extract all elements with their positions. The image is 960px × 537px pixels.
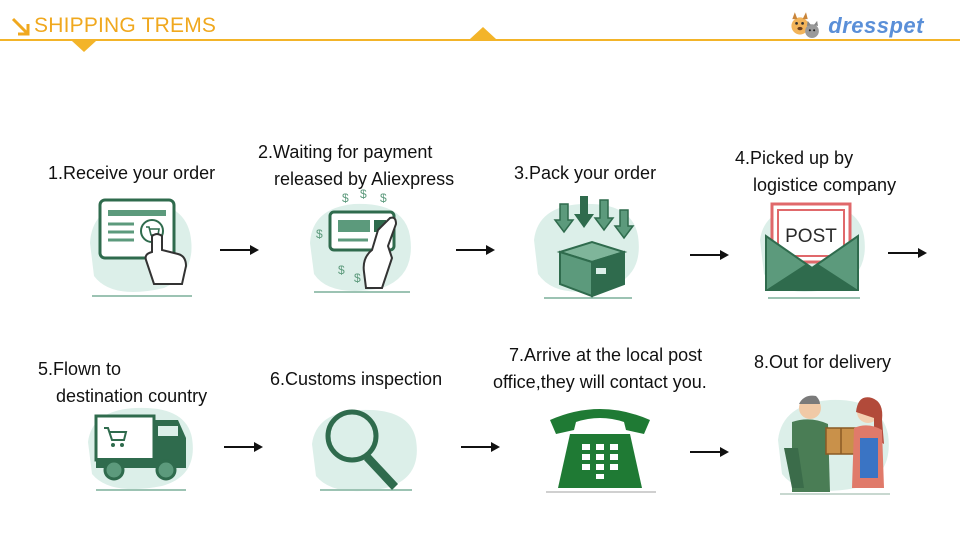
- svg-text:$: $: [338, 263, 345, 277]
- step-4-line1: 4.Picked up by: [735, 148, 854, 168]
- flow-arrow-3: [690, 250, 729, 260]
- post-stamp-text: POST: [785, 226, 837, 247]
- step-4-line2: logistice company: [753, 175, 897, 195]
- step-7-line2: office,they will contact you.: [493, 372, 707, 392]
- tablet-tap-icon: [90, 198, 192, 297]
- title-wrap: SHIPPING TREMS: [10, 14, 216, 38]
- step-8-label: 8.Out for delivery: [754, 349, 891, 376]
- flow-arrow-7: [690, 447, 729, 457]
- svg-text:$: $: [342, 191, 349, 205]
- flow-arrow-2: [456, 245, 495, 255]
- step-3-line1: 3.Pack your order: [514, 163, 657, 183]
- divider-notch-up: [470, 27, 496, 39]
- header: SHIPPING TREMS dresspet: [0, 0, 960, 60]
- step-1-line1: 1.Receive your order: [48, 163, 216, 183]
- brand-logo: dresspet: [788, 6, 928, 46]
- step-8-line1: 8.Out for delivery: [754, 352, 892, 372]
- post-envelope-icon: POST: [760, 202, 865, 299]
- delivery-truck-icon: [88, 407, 193, 491]
- step-7-label: 7.Arrive at the local post office,they w…: [493, 342, 707, 396]
- step-6-line1: 6.Customs inspection: [270, 369, 443, 389]
- brand-name: dresspet: [824, 13, 928, 39]
- step-4-label: 4.Picked up by logistice company: [735, 145, 896, 199]
- card-payment-icon: $ $ $ $ $ $: [310, 188, 411, 293]
- dog-cat-logo-icon: [791, 12, 819, 38]
- step-7-line1: 7.Arrive at the local post: [509, 345, 703, 365]
- step-2-line1: 2.Waiting for payment: [258, 142, 433, 162]
- flow-arrow-6: [461, 442, 500, 452]
- svg-text:$: $: [354, 271, 361, 285]
- step-5-label: 5.Flown to destination country: [38, 356, 207, 410]
- courier-handoff-icon: [778, 395, 890, 495]
- flow-arrow-4: [888, 248, 927, 258]
- header-divider: [0, 39, 960, 41]
- svg-text:$: $: [316, 227, 323, 241]
- svg-text:$: $: [380, 191, 387, 205]
- flow-arrow-5: [224, 442, 263, 452]
- flow-arrow-1: [220, 245, 259, 255]
- step-5-line1: 5.Flown to: [38, 359, 122, 379]
- step-1-label: 1.Receive your order: [48, 160, 215, 187]
- step-5-line2: destination country: [56, 386, 208, 406]
- telephone-icon: [546, 409, 656, 493]
- divider-notch-down: [72, 41, 96, 52]
- package-icon: [534, 196, 639, 299]
- step-6-label: 6.Customs inspection: [270, 366, 442, 393]
- svg-text:$: $: [360, 188, 367, 201]
- step-2-line2: released by Aliexpress: [274, 169, 455, 189]
- diagonal-arrow-icon: [11, 17, 30, 36]
- step-2-label: 2.Waiting for payment released by Aliexp…: [258, 139, 454, 193]
- page-title: SHIPPING TREMS: [34, 14, 217, 37]
- magnifier-icon: [312, 409, 417, 492]
- step-3-label: 3.Pack your order: [514, 160, 656, 187]
